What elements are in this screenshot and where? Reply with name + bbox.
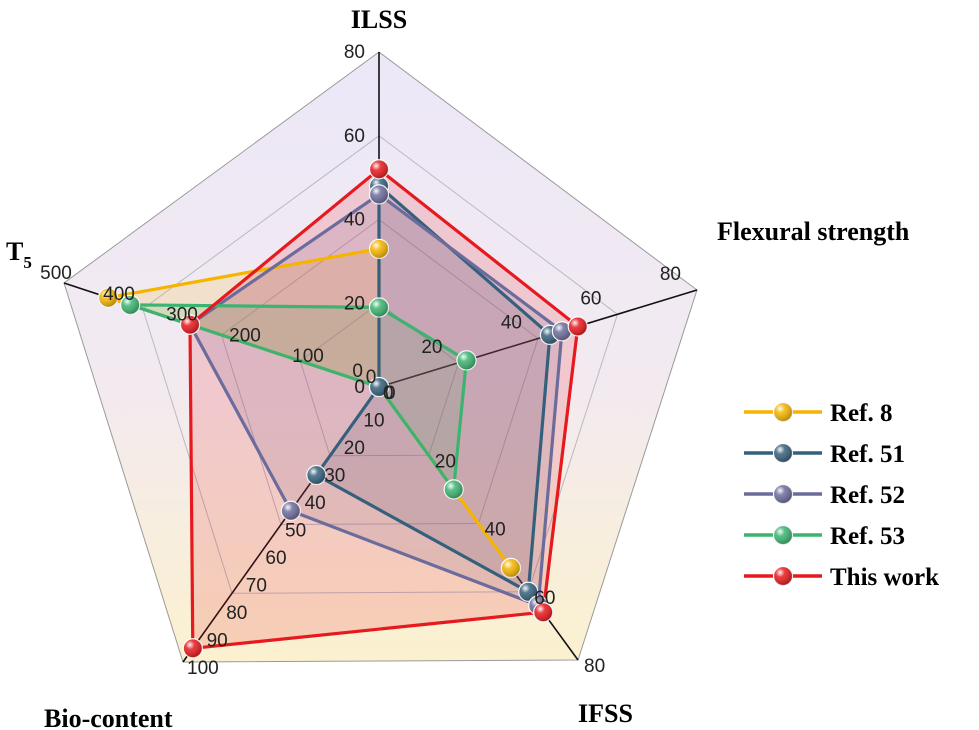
legend-item-ref-53: Ref. 53 — [744, 523, 905, 550]
tick-label-bio-content: 40 — [305, 493, 326, 514]
point-ref-51-t — [368, 376, 390, 398]
legend-label: Ref. 51 — [830, 441, 905, 468]
tick-labels: 8060402008060402008060402001009080706050… — [40, 42, 681, 679]
grid-ring — [142, 135, 619, 594]
tick-label-t: 0 — [366, 367, 377, 388]
point-ref-8-t — [97, 287, 119, 308]
tick-label-flexural-strength: 40 — [501, 313, 522, 334]
series-area-ref-8 — [108, 248, 511, 568]
tick-label-flexural-strength: 60 — [580, 288, 601, 309]
axis-line-flexural-strength — [378, 289, 698, 388]
legend-marker — [772, 524, 794, 546]
legend-item-ref-52: Ref. 52 — [744, 482, 905, 509]
legend-label: Ref. 8 — [830, 400, 892, 427]
point-ref-52-ilss — [368, 184, 390, 205]
series-line-ref-52 — [188, 192, 564, 608]
point-ref-8-ilss — [368, 238, 390, 259]
series-line-ref-53 — [128, 303, 468, 491]
axis-title-t5-main: T — [6, 237, 23, 266]
axis-title-ilss: ILSS — [351, 5, 407, 34]
series-markers — [97, 159, 588, 659]
grid-ring — [299, 302, 460, 457]
series-area-ref-51 — [316, 186, 550, 592]
legend-item-ref-51: Ref. 51 — [744, 441, 905, 468]
point-this-work-flexural-strength — [567, 316, 588, 337]
tick-label-ifss: 80 — [584, 656, 605, 677]
point-ref-52-bio-content — [280, 500, 301, 521]
tick-label-t: 500 — [40, 263, 72, 284]
point-ref-51-bio-content — [306, 464, 327, 486]
point-this-work-ilss — [368, 159, 390, 180]
legend-label: Ref. 53 — [830, 523, 905, 550]
point-ref-53-flexural-strength — [456, 350, 477, 371]
tick-label-t: 400 — [103, 284, 135, 305]
tick-label-ifss: 40 — [485, 520, 506, 541]
tick-label-ifss: 60 — [534, 588, 555, 609]
point-ref-53-ilss — [368, 297, 390, 318]
axis-title-t5-subscript: 5 — [23, 253, 32, 272]
tick-label-bio-content: 50 — [285, 521, 306, 542]
tick-label-bio-content: 20 — [344, 438, 365, 459]
radar-grid — [142, 135, 619, 594]
tick-label-t: 200 — [229, 325, 261, 346]
tick-label-t: 100 — [292, 346, 324, 367]
tick-label-ilss: 40 — [344, 210, 365, 231]
point-this-work-t — [179, 314, 201, 335]
tick-label-bio-content: 60 — [265, 548, 286, 569]
tick-label-ilss: 20 — [344, 293, 365, 314]
tick-label-bio-content: 100 — [187, 658, 219, 679]
tick-label-flexural-strength: 20 — [421, 337, 442, 358]
tick-label-flexural-strength: 80 — [660, 264, 681, 285]
point-ref-53-t — [120, 294, 141, 315]
legend-label: Ref. 52 — [830, 482, 905, 509]
tick-label-flexural-strength: 0 — [352, 361, 363, 382]
tick-label-ifss: 20 — [435, 451, 456, 472]
tick-label-t: 300 — [166, 305, 198, 326]
point-ref-53-ifss — [443, 479, 464, 500]
point-this-work-bio-content — [182, 638, 203, 659]
series-area-ref-52 — [190, 194, 562, 606]
legend-label: This work — [830, 564, 939, 591]
legend-marker — [772, 483, 794, 505]
axis-title-flexural-strength: Flexural strength — [717, 217, 910, 246]
series-lines — [106, 167, 580, 650]
tick-label-ilss: 60 — [344, 126, 365, 147]
legend-marker — [772, 442, 794, 464]
legend-item-ref-8: Ref. 8 — [744, 400, 892, 427]
tick-label-bio-content: 10 — [363, 411, 384, 432]
tick-label-ifss: 0 — [385, 383, 396, 404]
tick-label-ilss: 80 — [344, 42, 365, 63]
tick-label-bio-content: 80 — [226, 603, 247, 624]
legend: Ref. 8 Ref. 51 Ref. 52 Ref. 53 This work — [744, 400, 939, 591]
tick-label-bio-content: 30 — [324, 466, 345, 487]
tick-label-bio-content: 90 — [207, 631, 228, 652]
axis-title-t5: T5 — [6, 237, 32, 272]
point-ref-52-flexural-strength — [551, 321, 572, 342]
legend-marker — [772, 401, 794, 423]
legend-item-this-work: This work — [744, 564, 939, 591]
tick-label-ilss: 0 — [354, 377, 365, 398]
point-ref-8-ifss — [500, 557, 521, 578]
point-this-work-ifss — [533, 602, 554, 623]
tick-label-bio-content: 70 — [246, 576, 267, 597]
axis-title-ifss: IFSS — [578, 699, 633, 728]
tick-label-bio-content: 0 — [383, 383, 394, 404]
series-line-this-work — [188, 167, 580, 650]
grid-ring — [220, 218, 539, 526]
series-area-ref-53 — [130, 304, 467, 490]
legend-marker — [772, 565, 794, 587]
axis-title-bio-content: Bio-content — [44, 704, 173, 730]
point-ref-51-ifss — [518, 581, 539, 602]
series-line-ref-51 — [314, 184, 552, 594]
